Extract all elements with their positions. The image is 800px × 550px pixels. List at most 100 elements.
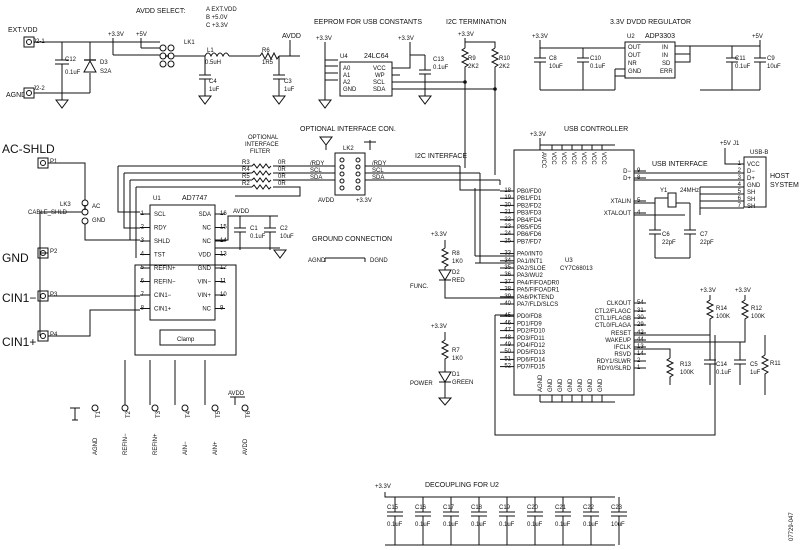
eeprom-section: EEPROM FOR USB CONSTANTS +3.3V U4 24LC64… (314, 19, 495, 109)
usb-interface-label: USB INTERFACE (652, 161, 708, 168)
figure-id: 07729-047 (789, 512, 795, 541)
u3-left-pin-16: PA7/FLD/SLCS (517, 302, 558, 308)
u3-right-pin-7: CTL1/FLAGB (595, 316, 631, 322)
usb-controller-title: USB CONTROLLER (564, 126, 628, 133)
func-label: FUNC. (410, 284, 429, 290)
clamp-frame (134, 264, 237, 356)
u3-bottom-pin-3: GND (558, 378, 564, 392)
u3-ref: U3 (565, 258, 573, 264)
r4-ref: R4 (242, 167, 250, 173)
u3-right-pin-13: RDY1/SLWR (596, 359, 631, 365)
eeprom-vcc-rail: +3.3V (398, 36, 414, 42)
u3-left-pin-6: PB5/FD5 (517, 225, 542, 231)
scl-junction (463, 80, 467, 84)
decoupling-cap-ref-7: C21 (555, 505, 567, 511)
crystal-caps (649, 229, 696, 259)
test-point-5[interactable] (211, 404, 219, 412)
decoupling-cap-ref-1: C15 (387, 505, 399, 511)
u2-pin-in2: IN (662, 53, 668, 59)
l1-inductor (204, 52, 230, 58)
bypass-wires (215, 215, 280, 250)
u3-right-pin-8: CTL0/FLAGA (595, 323, 631, 329)
c4-ground (198, 95, 212, 105)
p1-terminal[interactable] (37, 157, 49, 169)
u1-right-pin-1: SDA (199, 212, 211, 218)
test-point-1[interactable] (91, 404, 99, 412)
c10-capacitor (577, 48, 589, 90)
u3-left-pin-1: PB0/FD0 (517, 189, 542, 195)
lk3-jumper[interactable] (81, 199, 89, 225)
u3-left-pin-11: PA2/SLOE (517, 266, 546, 272)
decoupling-cap-ref-8: C22 (583, 505, 595, 511)
l1-ref: L1 (207, 48, 214, 54)
u3-right-pin-5: CLKOUT (607, 301, 632, 307)
test-point-6[interactable] (241, 404, 249, 412)
r12-p33-rail: +3.3V (735, 288, 751, 294)
crystal-section: Y1 24MHz C6 22pF C7 22pF (634, 188, 714, 259)
pullup-resistors (634, 295, 750, 343)
j1-connector[interactable] (743, 156, 767, 208)
test-point-4[interactable] (181, 404, 189, 412)
u3-left-pin-12: PA3/WU2 (517, 273, 544, 279)
u3-left-pin-18: PD1/FD9 (517, 321, 542, 327)
y1-ref: Y1 (660, 188, 668, 194)
j2-2-terminal[interactable] (23, 87, 35, 99)
u3-int-wires (474, 188, 514, 264)
u3-p33-rail: +3.3V (530, 132, 546, 138)
ground-dgnd-label: DGND (370, 258, 388, 264)
test-point-id-2: T2 (126, 410, 132, 418)
decoupling-title: DECOUPLING FOR U2 (425, 482, 499, 489)
test-point-3[interactable] (151, 404, 159, 412)
u3-bottom-pin-2: GND (548, 378, 554, 392)
p2-label: P2 (50, 249, 58, 255)
decoupling-cap-value-8: 0.1uF (583, 522, 599, 528)
lk2-right-sda: SDA (372, 175, 384, 181)
lk2-avdd-arrow (319, 136, 333, 146)
u3-top-pin-6: VCC (590, 152, 596, 165)
test-point-2[interactable] (121, 404, 129, 412)
u3-right-pin-14: RDY0/SLRD (597, 366, 631, 372)
y1-crystal (667, 192, 677, 208)
decoupling-cap-value-7: 0.1uF (555, 522, 571, 528)
c1-value: 0.1uF (250, 234, 266, 240)
lk3-ac-label: AC (92, 204, 101, 210)
j1-pin-2: D− (747, 169, 755, 175)
lk2-connector: OPTIONAL INTERFACE CON. /RDY LK2 /RDY SC… (300, 126, 500, 204)
p4-wire (48, 309, 140, 337)
c12-capacitor (55, 42, 69, 93)
reg-in-wires (675, 45, 760, 63)
i2c-term-p33-rail: +3.3V (458, 32, 474, 38)
c7-value: 22pF (700, 240, 714, 246)
u3-left-pin-3: PB2/FD2 (517, 203, 542, 209)
lk3-gnd-label: GND (92, 218, 106, 224)
u3-right-pin-2: D+ (623, 176, 631, 182)
c13-ground (418, 95, 432, 105)
d3-value: S2A (100, 69, 111, 75)
regulator-title: 3.3V DVDD REGULATOR (610, 19, 691, 26)
decoupling-bus (384, 492, 615, 546)
decoupling-cap-ref-4: C18 (471, 505, 483, 511)
u4-pin-a0: A0 (343, 66, 351, 72)
j1-pin-num-5: 5 (738, 189, 742, 195)
u3-bottom-pin-6: GND (588, 378, 594, 392)
lk1-jumper[interactable] (159, 44, 175, 68)
reset-section: +3.3V +3.3V R14 100K R12 100K R13 100K C… (634, 288, 781, 395)
c12-ref: C12 (65, 57, 77, 63)
r6-ref: R6 (262, 48, 270, 54)
d2-wire (439, 279, 514, 299)
cable-shld-label: CABLE_SHLD (28, 210, 68, 216)
j1-pin-num-6: 6 (738, 196, 742, 202)
r9-resistor (460, 47, 470, 82)
r7-resistor (440, 332, 450, 372)
u3-left-pin-7: PB6/FD6 (517, 232, 542, 238)
r2-ref: R2 (242, 181, 250, 187)
u3-bottom-pin-7: GND (598, 378, 604, 392)
u3-top-pin-5: VCC (580, 152, 586, 165)
j2-1-terminal[interactable] (23, 36, 35, 48)
lk1-ref: LK1 (184, 40, 195, 46)
u1-left-pin-5: REFIN+ (154, 266, 176, 272)
c10-value: 0.1uF (590, 64, 606, 70)
clamp-label: Clamp (177, 337, 195, 343)
r8-resistor (440, 240, 450, 270)
